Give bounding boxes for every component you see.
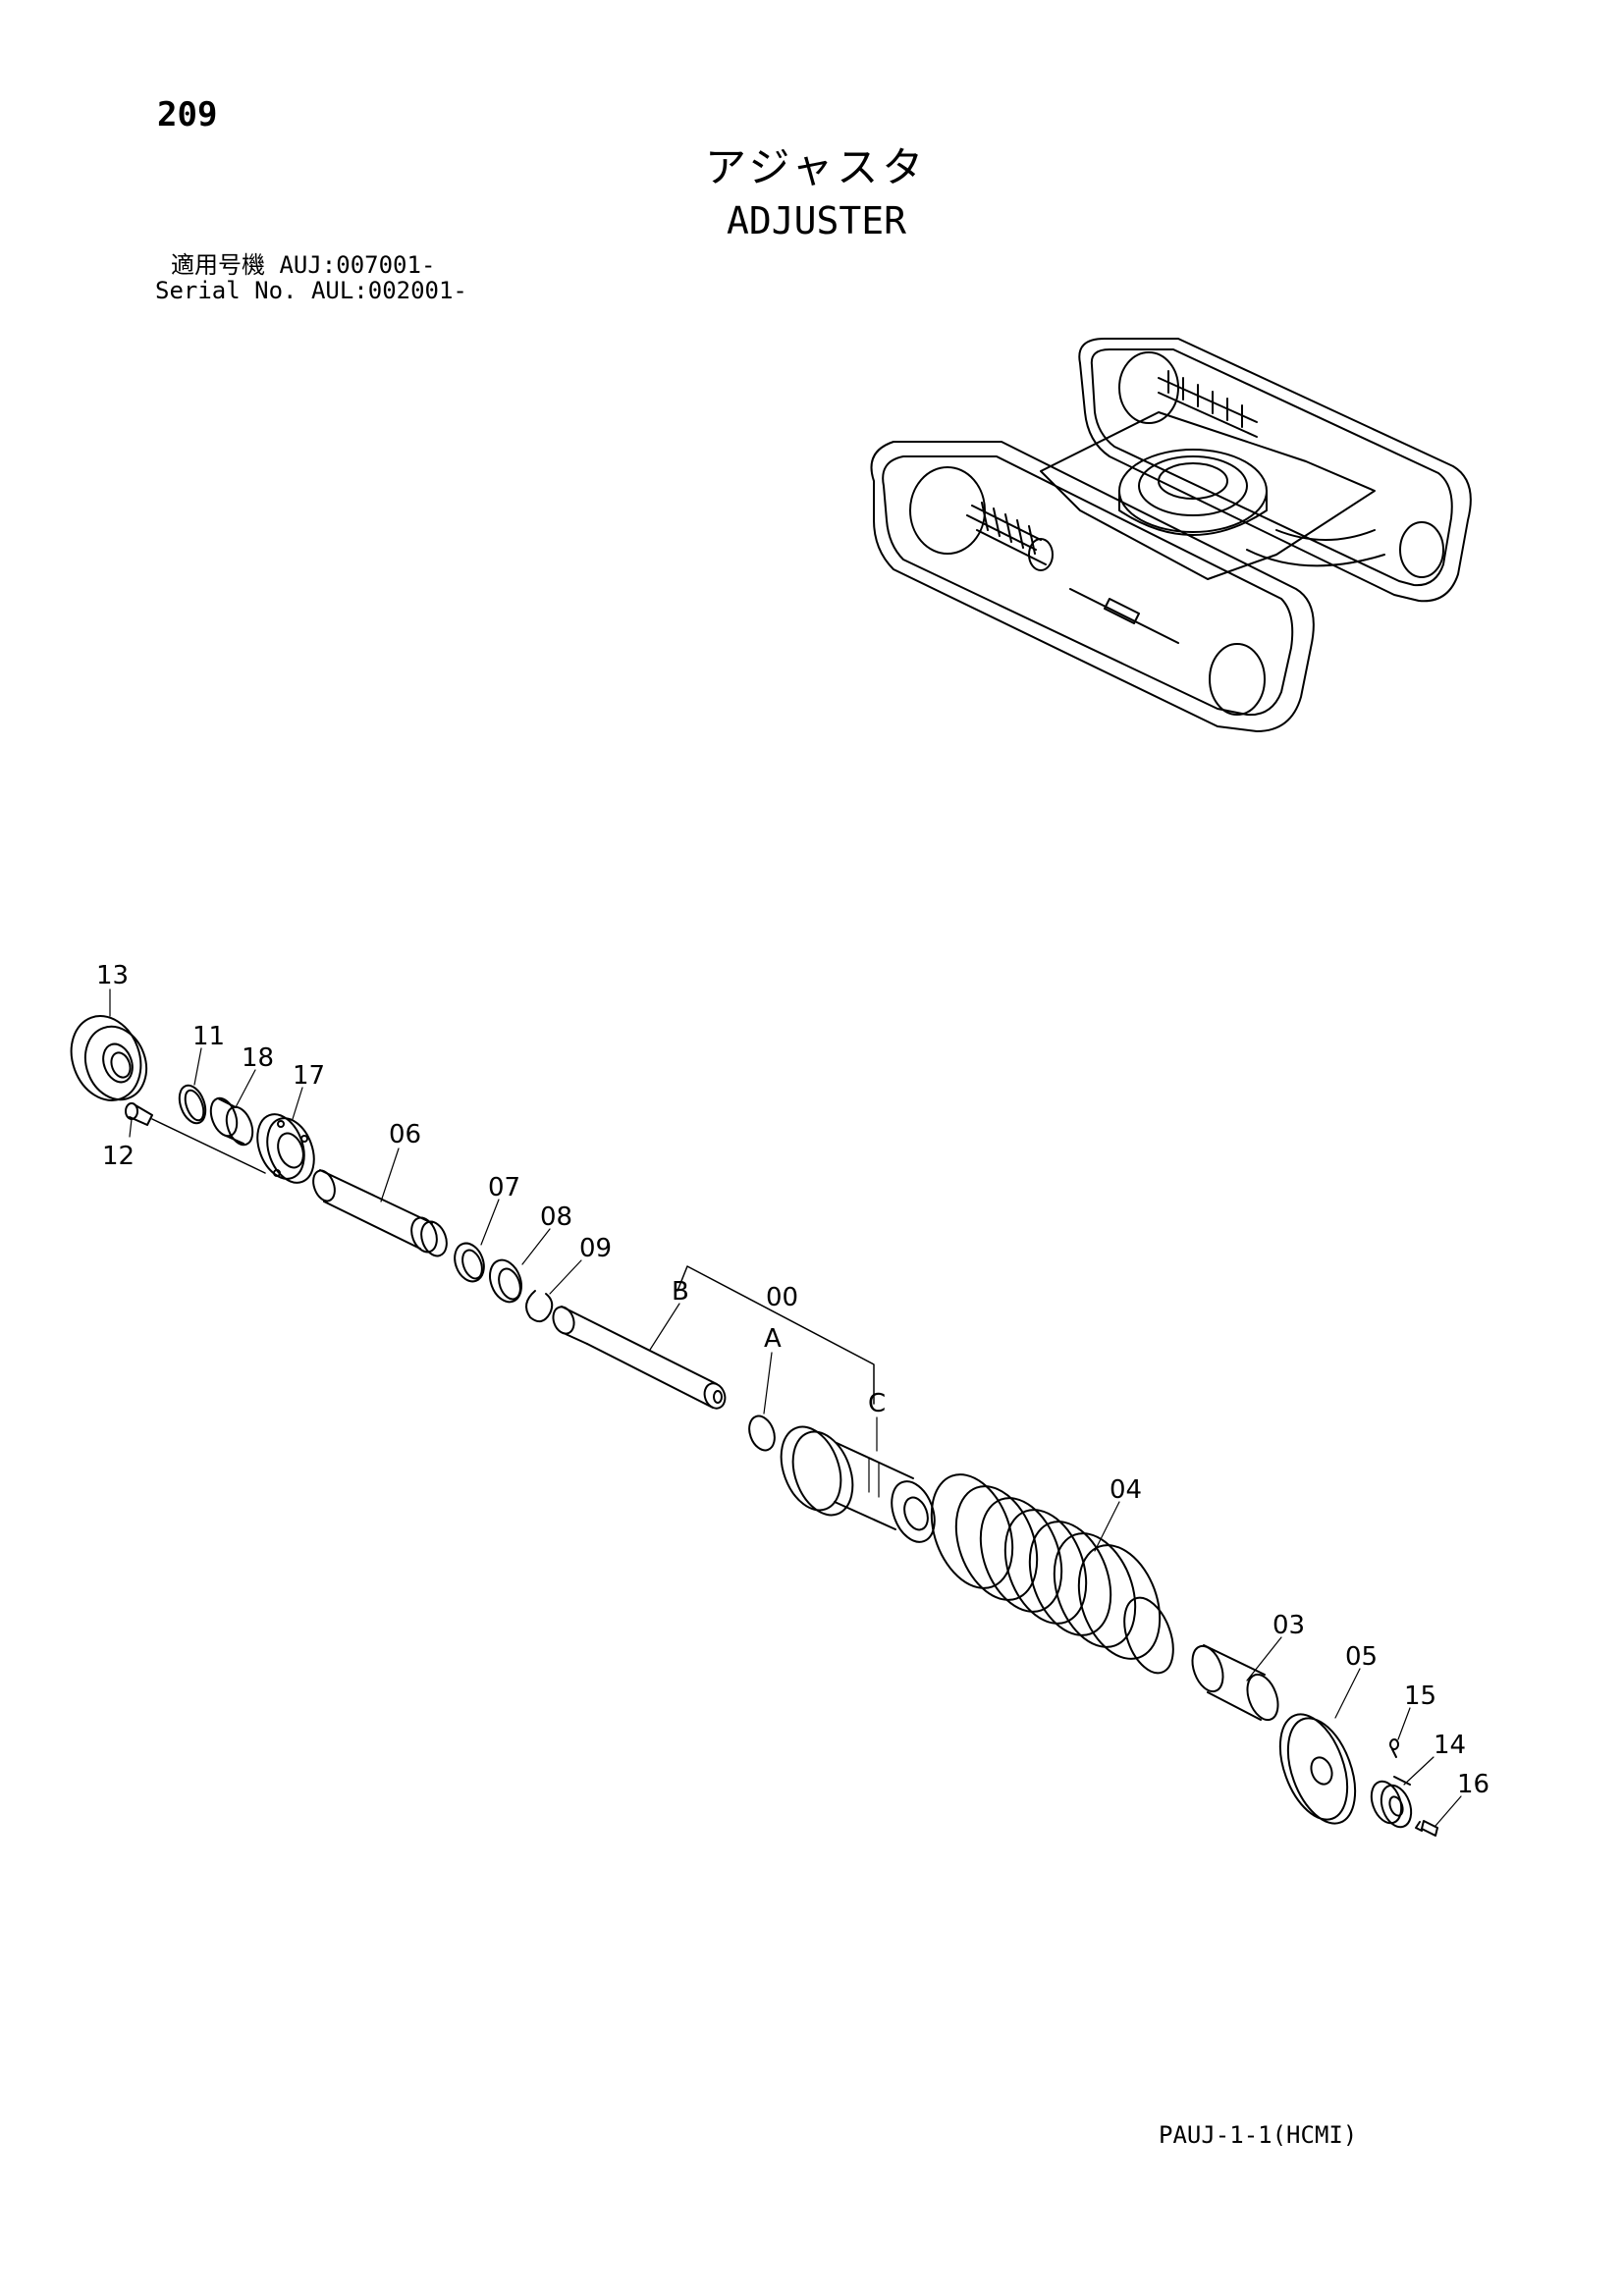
serial-applicability-en: Serial No. AUL:002001- — [155, 277, 467, 304]
callout-06: 06 — [389, 1120, 421, 1149]
footer-drawing-code: PAUJ-1-1(HCMI) — [1159, 2121, 1358, 2149]
callout-16: 16 — [1457, 1770, 1489, 1799]
part-18-bushing — [209, 1096, 254, 1147]
callout-12: 12 — [102, 1142, 135, 1171]
callout-c: C — [868, 1389, 886, 1418]
part-08-seal — [489, 1258, 522, 1304]
callout-13: 13 — [96, 961, 129, 990]
callout-18: 18 — [242, 1043, 274, 1073]
part-b-piston-rod — [552, 1306, 727, 1410]
callout-15: 15 — [1404, 1682, 1436, 1711]
callout-11: 11 — [192, 1022, 225, 1051]
callout-03: 03 — [1272, 1611, 1305, 1640]
callout-09: 09 — [579, 1234, 612, 1263]
page-number: 209 — [157, 95, 218, 134]
callout-07: 07 — [488, 1173, 520, 1202]
callout-04: 04 — [1110, 1475, 1142, 1505]
part-11-ring — [178, 1084, 207, 1125]
part-c-cylinder — [780, 1425, 936, 1543]
undercarriage-overview-illustration — [870, 338, 1472, 732]
part-04-spring — [930, 1473, 1174, 1675]
part-12-bolt — [125, 1102, 266, 1174]
part-13-flange — [70, 1015, 148, 1101]
part-16-nipple — [1415, 1820, 1438, 1837]
part-06-rod — [312, 1169, 448, 1257]
page-title-japanese: アジャスタ — [705, 143, 928, 191]
callout-a: A — [764, 1324, 782, 1354]
callout-00: 00 — [766, 1283, 798, 1312]
page-title-english: ADJUSTER — [727, 199, 907, 242]
callout-08: 08 — [540, 1202, 572, 1232]
callout-05: 05 — [1345, 1642, 1378, 1672]
part-a-o-ring — [748, 1415, 776, 1452]
part-17-holder — [256, 1113, 315, 1184]
part-15-fitting — [1389, 1738, 1399, 1758]
part-09-snap-ring — [525, 1290, 554, 1323]
part-03-spacer — [1191, 1644, 1279, 1722]
callout-leader-lines — [109, 988, 1462, 1827]
serial-applicability-jp: 適用号機 AUJ:007001- — [171, 251, 436, 279]
callout-14: 14 — [1434, 1731, 1466, 1760]
callout-b: B — [672, 1277, 689, 1307]
callout-17: 17 — [293, 1061, 325, 1091]
part-07-ring — [454, 1242, 485, 1283]
part-05-plate — [1278, 1713, 1357, 1825]
part-14-valve — [1370, 1776, 1413, 1829]
assembly-00-bracket — [677, 1265, 875, 1405]
